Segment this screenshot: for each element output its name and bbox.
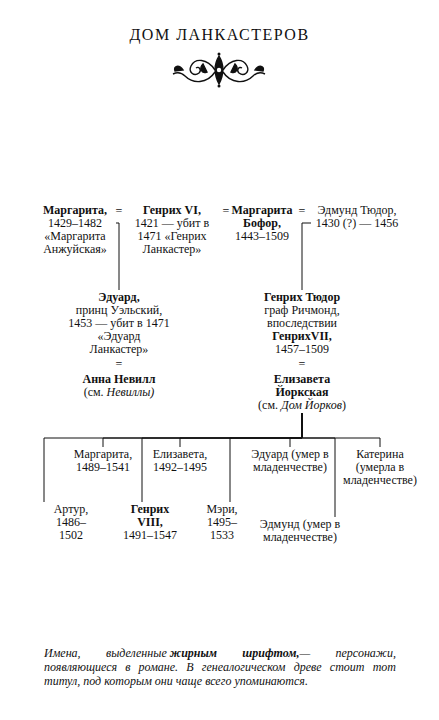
person-entry: Елизавета, 1492–1495 [148, 447, 212, 475]
footnote-text: Имена, выделенные [44, 646, 167, 660]
marriage-sign: = [109, 205, 129, 218]
person-text: Маргарита, [36, 204, 114, 217]
person-text: Мэри, 1495–1533 [196, 503, 248, 542]
person-text: граф Ричмонд, впоследствии [252, 304, 352, 330]
ornament [169, 52, 269, 88]
person-entry: Маргарита, 1489–1541 [70, 447, 136, 475]
person-text: Дом Йорков [281, 398, 342, 412]
person-text: ) [342, 398, 346, 412]
person-entry: Артур, 1486–1502 [43, 502, 99, 543]
person-text: принц Уэльский, 1453 — убит в 1471 «Эдуа… [67, 304, 171, 356]
page-title: ДОМ ЛАНКАСТЕРОВ [0, 26, 439, 44]
person-entry: Маргарита Бофор,1443–1509 [229, 203, 295, 244]
footnote: Имена, выделенныежирным шрифтом,— персон… [44, 646, 396, 688]
person-entry: Эдуард (умер в младенчестве) [247, 447, 333, 475]
footnote-text: жирным шрифтом, [170, 646, 300, 660]
person-entry: Эдмунд (умер в младенчестве) [257, 517, 343, 545]
person-text: Генрих VIII, [117, 503, 183, 529]
descent-line [103, 413, 302, 447]
person-text: Катерина (умерла в младенчестве) [339, 448, 421, 487]
person-text: Эдуард, [67, 291, 171, 304]
person-text: Артур, 1486–1502 [45, 503, 97, 542]
descent-line [290, 413, 302, 447]
descent-line [116, 223, 119, 290]
person-text: 1429–1482 «Маргарита Анжуйская» [36, 217, 114, 256]
person-entry: Катерина (умерла в младенчестве) [337, 447, 423, 488]
person-text: Генрих VI, [123, 204, 221, 217]
person-text: Елизавета, 1492–1495 [150, 448, 210, 474]
person-entry: Анна Невилл(см.Невиллы) [67, 372, 171, 400]
marriage-sign: = [292, 358, 312, 371]
marriage-sign: = [216, 205, 236, 218]
person-text: 1457–1509 [252, 343, 352, 356]
person-entry: Маргарита,1429–1482 «Маргарита Анжуйская… [34, 203, 116, 257]
person-entry: Генрих VI,1421 — убит в 1471 «Генрих Лан… [121, 203, 223, 257]
person-text: Эдуард (умер в младенчестве) [249, 448, 331, 474]
person-text: Генрих Тюдор [252, 291, 352, 304]
person-entry: Мэри, 1495–1533 [194, 502, 250, 543]
person-text: ГенрихVII, [252, 330, 352, 343]
person-text: Невиллы) [107, 385, 155, 399]
person-text: (см. [84, 385, 104, 399]
person-entry: Эдмунд Тюдор,1430 (?) — 1456 [311, 203, 403, 231]
person-text: Елизавета Йоркская [252, 373, 352, 399]
person-entry: Генрих VIII,1491–1547 [115, 502, 185, 543]
descent-line [302, 413, 380, 447]
person-text: Анна Невилл [69, 373, 169, 386]
person-text: Эдмунд Тюдор, [313, 204, 401, 217]
person-entry: Генрих Тюдорграф Ричмонд, впоследствииГе… [250, 290, 354, 357]
person-entry: Елизавета Йоркская(см.Дом Йорков) [250, 372, 354, 413]
person-text: 1491–1547 [117, 529, 183, 542]
marriage-sign: = [109, 358, 129, 371]
person-text: Маргарита, 1489–1541 [72, 448, 134, 474]
person-text: Маргарита Бофор, [231, 204, 293, 230]
person-text: 1443–1509 [231, 230, 293, 243]
person-text: (см. [258, 398, 278, 412]
person-text: 1421 — убит в 1471 «Генрих Ланкастер» [123, 217, 221, 256]
descent-line [180, 413, 302, 447]
person-text: Эдмунд (умер в младенчестве) [259, 518, 341, 544]
descent-line [302, 223, 311, 290]
marriage-sign: = [292, 205, 312, 218]
person-text: 1430 (?) — 1456 [313, 217, 401, 230]
person-entry: Эдуард,принц Уэльский, 1453 — убит в 147… [65, 290, 173, 357]
